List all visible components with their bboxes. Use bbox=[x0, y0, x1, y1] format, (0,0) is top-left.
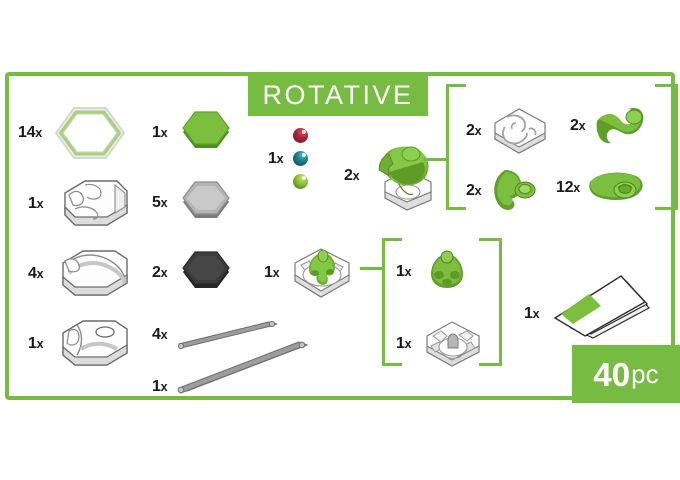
marble-stack bbox=[293, 128, 309, 189]
hex-tile-green-icon bbox=[179, 110, 233, 156]
piece-count-unit: pc bbox=[631, 359, 659, 389]
part-row-spiral-housing-tile: 2x bbox=[466, 105, 551, 157]
part-row-rail-long: 1x bbox=[152, 341, 311, 416]
hex-tile-black-icon bbox=[179, 250, 233, 296]
rail-long-icon bbox=[175, 338, 311, 396]
qty-hex-base-plate-clear: 14x bbox=[18, 124, 42, 141]
title-banner: ROTATIVE bbox=[248, 74, 428, 116]
instruction-manual-icon bbox=[549, 272, 655, 344]
part-row-hex-tile-black: 2x bbox=[152, 250, 233, 296]
part-row-block-drop: 1x bbox=[28, 315, 133, 373]
part-row-rail-short: 4x bbox=[152, 318, 281, 352]
part-row-spiral-assembly: 2x bbox=[344, 140, 443, 212]
connector-turbine bbox=[360, 267, 382, 270]
piece-count-badge: 40 pc bbox=[572, 345, 680, 403]
part-row-marble-set: 1x bbox=[268, 128, 309, 189]
qty-instruction-manual: 1x bbox=[524, 305, 540, 322]
hex-base-plate-clear-icon bbox=[52, 104, 128, 162]
qty-spiral-housing-tile: 2x bbox=[466, 122, 482, 139]
qty-spiral-blade-lower: 2x bbox=[466, 182, 482, 199]
spiral-blade-lower-icon bbox=[489, 168, 539, 214]
part-row-spiral-blade-upper: 2x bbox=[570, 103, 647, 149]
qty-block-catch: 1x bbox=[28, 195, 44, 212]
connector-spiral bbox=[424, 158, 446, 161]
qty-rail-long: 1x bbox=[152, 378, 168, 395]
part-row-turbine-assembly: 1x bbox=[264, 245, 355, 301]
part-row-instruction-manual: 1x bbox=[524, 275, 655, 350]
qty-hex-tile-black: 2x bbox=[152, 264, 168, 281]
marble-green-icon bbox=[293, 174, 309, 189]
part-row-turbine-housing: 1x bbox=[396, 318, 485, 370]
marble-red-icon bbox=[293, 128, 309, 143]
page-title: ROTATIVE bbox=[262, 79, 414, 110]
spiral-assembly-icon bbox=[369, 140, 443, 212]
block-curve-icon bbox=[55, 245, 133, 303]
qty-turbine-assembly: 1x bbox=[264, 264, 280, 281]
qty-rail-short: 4x bbox=[152, 326, 168, 343]
part-row-spiral-vane: 12x bbox=[556, 170, 646, 206]
qty-block-drop: 1x bbox=[28, 335, 44, 352]
qty-hex-tile-gray: 5x bbox=[152, 194, 168, 211]
qty-block-curve: 4x bbox=[28, 265, 44, 282]
part-row-hex-base-plate-clear: 14x bbox=[18, 104, 128, 162]
part-row-spiral-blade-lower: 2x bbox=[466, 168, 539, 214]
block-drop-icon bbox=[55, 315, 133, 373]
spiral-vane-icon bbox=[588, 170, 646, 206]
qty-spiral-assembly: 2x bbox=[344, 167, 360, 184]
qty-turbine-housing: 1x bbox=[396, 335, 412, 352]
qty-turbine-rotor: 1x bbox=[396, 263, 412, 280]
part-row-block-catch: 1x bbox=[28, 175, 133, 233]
spiral-housing-tile-icon bbox=[489, 105, 551, 157]
turbine-housing-icon bbox=[421, 318, 485, 370]
block-catch-icon bbox=[55, 175, 133, 233]
part-row-hex-tile-green: 1x bbox=[152, 110, 233, 156]
piece-count-number: 40 bbox=[593, 355, 631, 393]
qty-hex-tile-green: 1x bbox=[152, 124, 168, 141]
part-row-hex-tile-gray: 5x bbox=[152, 180, 233, 226]
part-row-block-curve: 4x bbox=[28, 245, 133, 303]
rail-short-icon bbox=[175, 318, 281, 352]
qty-marble-set: 1x bbox=[268, 149, 284, 167]
turbine-rotor-icon bbox=[421, 250, 473, 294]
qty-spiral-blade-upper: 2x bbox=[570, 117, 586, 134]
turbine-assembly-icon bbox=[289, 245, 355, 301]
bracket-turbine-group bbox=[382, 238, 502, 366]
hex-tile-gray-icon bbox=[179, 180, 233, 226]
part-row-turbine-rotor: 1x bbox=[396, 250, 473, 294]
bracket-spiral-group bbox=[446, 84, 678, 210]
qty-spiral-vane: 12x bbox=[556, 179, 580, 196]
marble-teal-icon bbox=[293, 151, 309, 166]
spiral-blade-upper-icon bbox=[593, 103, 647, 149]
